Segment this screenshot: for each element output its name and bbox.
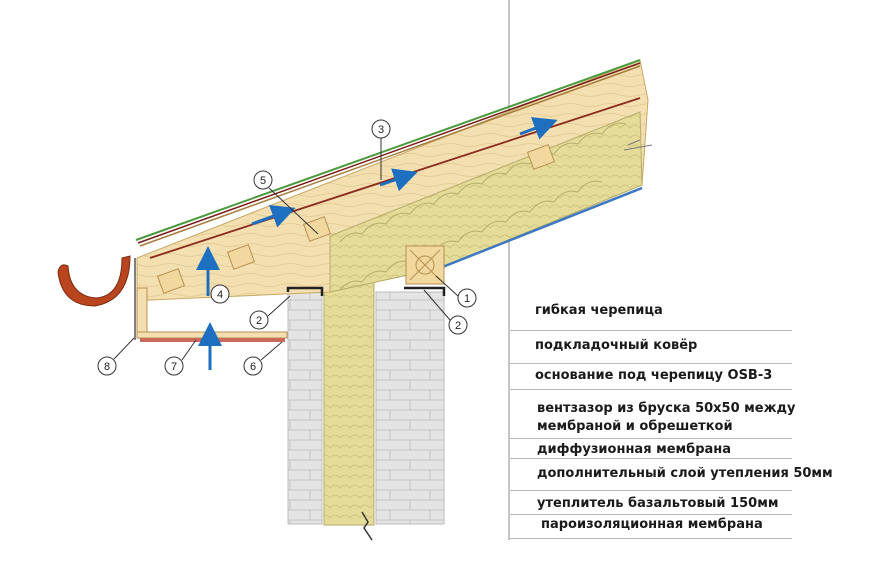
wall-insulation xyxy=(323,279,375,526)
legend-item-vapor: пароизоляционная мембрана xyxy=(541,517,763,532)
svg-text:8: 8 xyxy=(104,361,110,373)
callout-1: 1 xyxy=(435,275,477,308)
underlay-line xyxy=(137,62,641,244)
soffit-board xyxy=(136,331,288,339)
svg-text:2: 2 xyxy=(256,315,262,327)
legend-item-osb: основание под черепицу OSB-3 xyxy=(535,368,773,383)
callout-6: 6 xyxy=(243,341,283,376)
flashing-right xyxy=(404,286,446,296)
ridge-hatch xyxy=(623,139,653,151)
legend-divider xyxy=(510,514,792,515)
insulation-bumps xyxy=(339,122,627,291)
svg-text:1: 1 xyxy=(464,293,470,305)
fascia-board xyxy=(136,287,148,337)
inner-brick-wall xyxy=(375,291,445,525)
callout-8: 8 xyxy=(97,337,135,376)
airflow-arrows xyxy=(196,117,558,370)
legend-item-vent-gap: вентзазор из бруска 50х50 между xyxy=(537,401,796,416)
legend-divider xyxy=(510,538,792,539)
legend-item-basalt: утеплитель базальтовый 150мм xyxy=(537,496,779,511)
callout-3: 3 xyxy=(371,119,391,180)
wall-break-mark xyxy=(361,511,373,541)
battens xyxy=(156,144,556,294)
svg-text:2: 2 xyxy=(455,320,461,332)
callout-2-left: 2 xyxy=(249,295,291,330)
flashing-left xyxy=(286,286,324,296)
legend-item-extra-insulation: дополнительный слой утепления 50мм xyxy=(537,466,833,481)
legend-item-vent-gap-cont: мембраной и обрешеткой xyxy=(537,419,733,434)
legend-divider xyxy=(510,458,792,459)
legend-divider xyxy=(510,389,792,390)
outer-brick-wall xyxy=(287,291,323,525)
svg-text:5: 5 xyxy=(260,175,266,187)
gutter xyxy=(57,255,131,307)
svg-text:7: 7 xyxy=(171,361,177,373)
legend-item-diffusion: диффузионная мембрана xyxy=(537,442,732,457)
svg-text:3: 3 xyxy=(378,124,384,136)
callout-5: 5 xyxy=(253,170,319,235)
svg-text:4: 4 xyxy=(217,289,223,301)
legend-item-shingle: гибкая черепица xyxy=(535,303,663,318)
legend-divider xyxy=(510,438,792,439)
callout-7: 7 xyxy=(164,339,197,376)
callout-2-right: 2 xyxy=(423,289,468,335)
legend-divider xyxy=(510,330,792,331)
vapor-barrier-line xyxy=(439,186,643,270)
legend-divider xyxy=(510,490,792,491)
legend-divider xyxy=(510,363,792,364)
osb-layer-line xyxy=(139,65,641,247)
callout-4: 4 xyxy=(210,284,230,304)
svg-text:6: 6 xyxy=(250,361,256,373)
shingle-line xyxy=(135,59,641,241)
legend-item-underlay: подкладочный ковёр xyxy=(535,338,698,353)
soffit-vent xyxy=(140,338,285,342)
